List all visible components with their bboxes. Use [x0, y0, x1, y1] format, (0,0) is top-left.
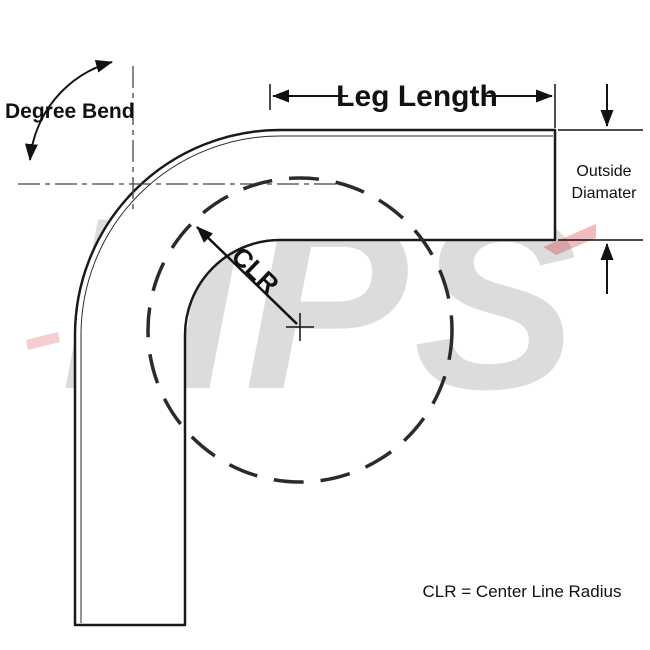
leg-length-label: Leg Length	[336, 80, 498, 113]
tube-outline	[73, 128, 557, 627]
outside-diameter-label-line1: Outside	[576, 163, 631, 180]
centerline-radius-circle	[146, 176, 454, 484]
tube-outer-wall-highlight	[80, 135, 553, 623]
degree-bend-label: Degree Bend	[5, 100, 135, 123]
watermark-red-accent-small	[26, 332, 60, 350]
bend-angle-arc	[24, 59, 113, 161]
clr-radius-arrow	[196, 226, 298, 325]
outside-diameter-label-line2: Diamater	[572, 185, 638, 202]
clr-definition-note: CLR = Center Line Radius	[423, 582, 622, 601]
